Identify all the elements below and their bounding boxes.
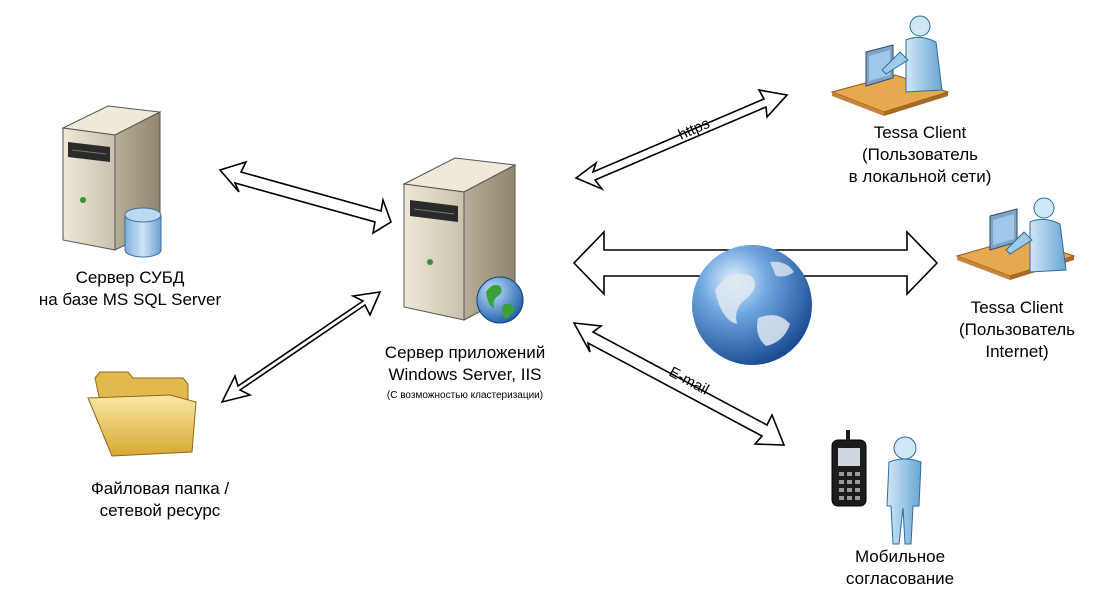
db-server-icon [61,105,162,258]
internet-client-label-line2: (Пользователь [959,320,1075,339]
db-server-label-line1: Сервер СУБД [75,268,185,287]
internet-client-label-line1: Tessa Client [970,298,1064,317]
mobile-phone-icon [831,430,867,507]
file-share-label-line1: Файловая папка / [90,479,230,498]
arrow-app-local [574,88,789,191]
mobile-label-line1: Мобильное [854,547,946,566]
app-server-note: (С возможностью кластеризации) [386,390,544,401]
arrow-db-app [218,160,392,235]
local-https-label: https [676,115,713,144]
internet-client-label: Tessa Client (Пользователь Internet) [937,297,1097,363]
app-server-icon [402,157,524,324]
file-share-label-line2: сетевой ресурс [99,501,221,520]
local-client-label: Tessa Client (Пользователь в локальной с… [820,122,1020,188]
mobile-label-line2: согласование [845,569,955,588]
internet-globe-icon [692,245,812,365]
mobile-label: Мобильное согласование [810,546,990,590]
local-client-label-line1: Tessa Client [873,123,967,142]
internet-client-label-line3: Internet) [985,342,1049,361]
app-server-label: Сервер приложений Windows Server, IIS (С… [340,342,590,403]
db-server-label-line2: на базе MS SQL Server [38,290,222,309]
folder-icon [87,371,197,457]
db-server-label: Сервер СУБД на базе MS SQL Server [0,267,260,311]
local-client-label-line3: в локальной сети) [848,167,992,186]
internet-user-workstation-icon [955,197,1076,280]
file-share-label: Файловая папка / сетевой ресурс [50,478,270,522]
mobile-user-icon [886,436,922,545]
local-user-workstation-icon [830,15,950,116]
arrow-folder-app [220,290,382,404]
web-globe-icon [476,276,524,324]
app-server-label-line1: Сервер приложений [384,343,546,362]
arrow-app-mobile [572,322,786,446]
local-client-label-line2: (Пользователь [862,145,978,164]
database-cylinder-icon [124,207,162,258]
app-server-label-line2: Windows Server, IIS [388,365,542,384]
